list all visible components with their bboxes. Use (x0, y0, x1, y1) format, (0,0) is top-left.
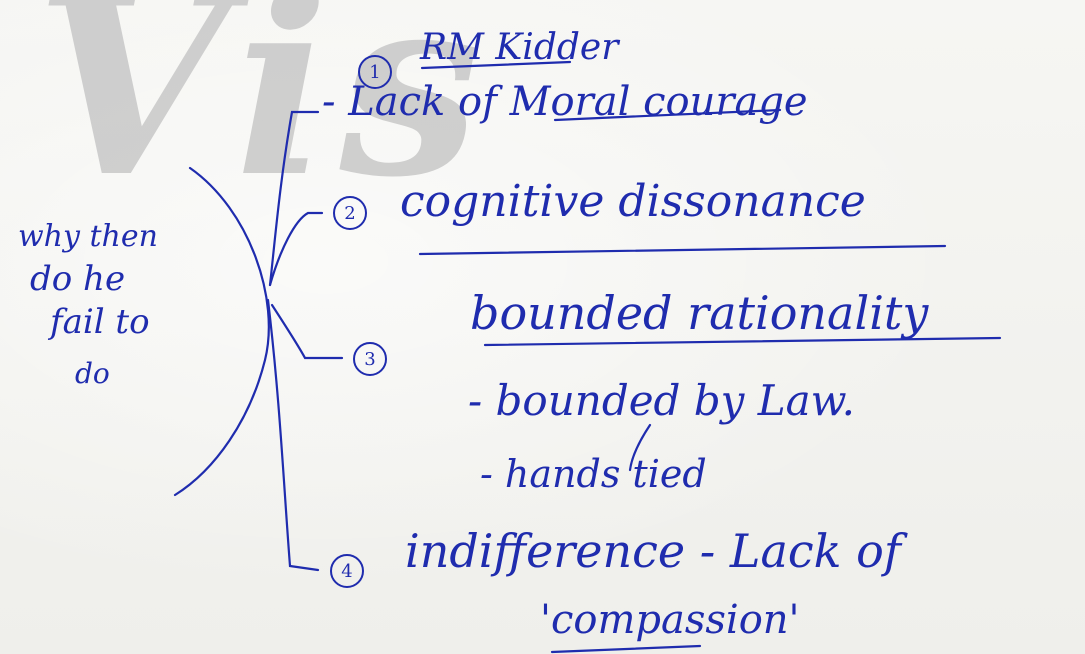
watermark: Vis (35, 0, 491, 232)
branch-2-title: cognitive dissonance (400, 176, 866, 227)
branch-1-title: RM Kidder (420, 27, 619, 68)
question-line-3: fail to (50, 302, 150, 342)
underline-moral-courage (553, 108, 782, 122)
question-line-2: do he (30, 259, 126, 299)
branch-1-number: 1 (358, 55, 392, 89)
branch-4-title: indifference - Lack of (405, 524, 901, 578)
branch-3-title: bounded rationality (470, 286, 929, 340)
branch-3-line (270, 303, 344, 360)
branch-1-point-1: - Lack of Moral courage (322, 79, 808, 125)
tie-stroke (628, 423, 652, 472)
underline-kidder (420, 60, 572, 70)
underline-bounded (483, 336, 1002, 347)
branch-2-line (268, 211, 324, 287)
branch-3-number: 3 (353, 342, 387, 376)
branch-4-point-1: 'compassion' (540, 597, 800, 643)
question-line-4: do (75, 357, 110, 390)
branch-2-number: 2 (333, 196, 367, 230)
branch-3-point-2: - hands tied (480, 452, 707, 496)
underline-cognitive (418, 244, 947, 256)
branch-4-number: 4 (330, 554, 364, 588)
question-line-1: why then (18, 219, 158, 254)
branch-1-line (268, 110, 320, 287)
question-arc (173, 166, 270, 497)
branch-4-line (266, 298, 320, 572)
underline-compassion (550, 644, 702, 654)
branch-3-point-1: - bounded by Law. (468, 376, 856, 425)
